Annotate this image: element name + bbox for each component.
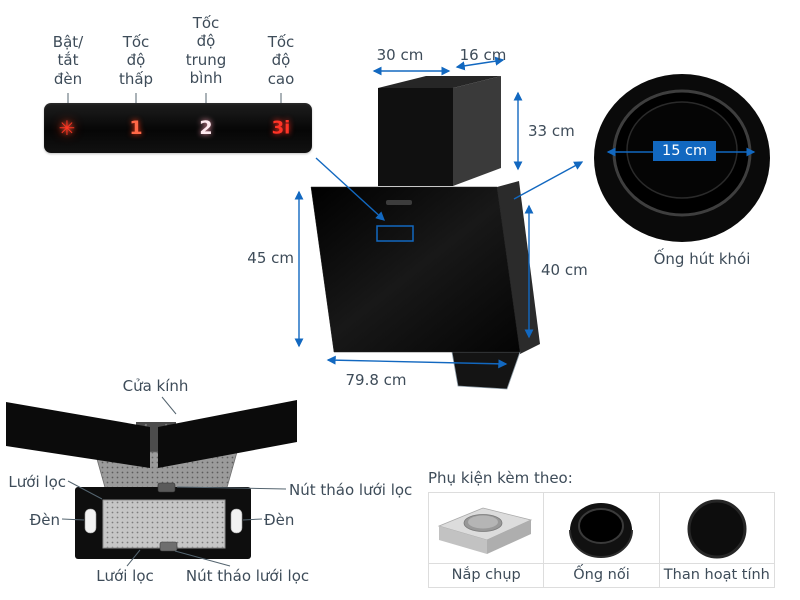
mesh-filter — [102, 499, 226, 549]
speed-3-symbol: 3i — [271, 117, 291, 139]
glass-door-label: Cửa kính — [122, 377, 189, 395]
filter-release-button-bottom — [159, 541, 178, 552]
accessory-cell-cover-cap: Nắp chụp — [429, 493, 544, 587]
dim-total-width: 79.8 cm — [345, 371, 407, 389]
connector-tube-graphic — [569, 503, 634, 558]
cover-cap-graphic — [437, 507, 533, 554]
filter-release-button-top — [157, 482, 176, 493]
glass-wing-right — [158, 400, 297, 468]
control-label-speed-medium: Tốc độ trung bình — [185, 14, 227, 87]
dim-body-height: 40 cm — [541, 261, 588, 279]
light-icon: ✳ — [58, 116, 76, 140]
dim-glass-height: 45 cm — [247, 249, 294, 267]
control-label-light: Bật/ tắt đèn — [52, 33, 84, 88]
dim-duct-diameter: 15 cm — [653, 141, 717, 161]
speed-1-symbol: 1 — [129, 117, 143, 139]
glass-wing-left — [6, 402, 150, 468]
brand-logo — [386, 200, 412, 205]
cover-cap-label: Nắp chụp — [429, 563, 544, 587]
accessories-grid: Nắp chụp Ống nối Than hoạt tính — [428, 492, 775, 588]
lamp-right — [230, 508, 243, 534]
dim-top-width: 30 cm — [376, 46, 424, 64]
arrow-total-width — [326, 355, 508, 369]
cover-cap-image — [429, 493, 543, 563]
connector-tube-label: Ống nối — [544, 563, 659, 587]
touch-control-highlight — [376, 225, 414, 242]
control-panel-bar: ✳ 1 2 3i — [44, 103, 312, 153]
chimney-front-face — [378, 88, 453, 186]
filter-label-bottom: Lưới lọc — [96, 567, 154, 585]
accessory-cell-connector-tube: Ống nối — [543, 493, 659, 587]
control-label-speed-high: Tốc độ cao — [267, 33, 295, 88]
speed-2-symbol: 2 — [199, 117, 213, 139]
pointer-panel-to-glass — [315, 157, 386, 221]
duct-label: Ống hút khói — [653, 250, 751, 268]
chimney-top-face — [378, 76, 501, 88]
activated-carbon-image — [660, 493, 774, 563]
activated-carbon-label: Than hoạt tính — [659, 563, 774, 587]
control-label-speed-low: Tốc độ thấp — [118, 33, 154, 88]
lamp-left — [84, 508, 97, 534]
activated-carbon-graphic — [687, 499, 747, 559]
dim-chimney-height: 33 cm — [528, 122, 575, 140]
chimney-side-face — [453, 76, 501, 186]
arrow-top-depth — [455, 56, 505, 71]
release-label-bottom: Nút tháo lưới lọc — [185, 567, 310, 585]
pointer-hood-to-duct — [513, 161, 584, 200]
accessory-cell-activated-carbon: Than hoạt tính — [658, 493, 774, 587]
release-label-right: Nút tháo lưới lọc — [289, 481, 413, 499]
hood-illustration — [310, 76, 540, 390]
underside-illustration — [6, 396, 297, 559]
filter-label-left: Lưới lọc — [8, 473, 66, 491]
body-bottom — [451, 351, 521, 390]
lamp-label-left: Đèn — [29, 511, 60, 529]
dim-top-depth: 16 cm — [459, 46, 507, 64]
lamp-label-right: Đèn — [264, 511, 295, 529]
accessories-title: Phụ kiện kèm theo: — [428, 469, 573, 487]
connector-tube-image — [544, 493, 658, 563]
underside-leader-lines — [61, 480, 287, 567]
control-label-connectors — [67, 93, 282, 103]
glass-panel — [310, 186, 521, 353]
